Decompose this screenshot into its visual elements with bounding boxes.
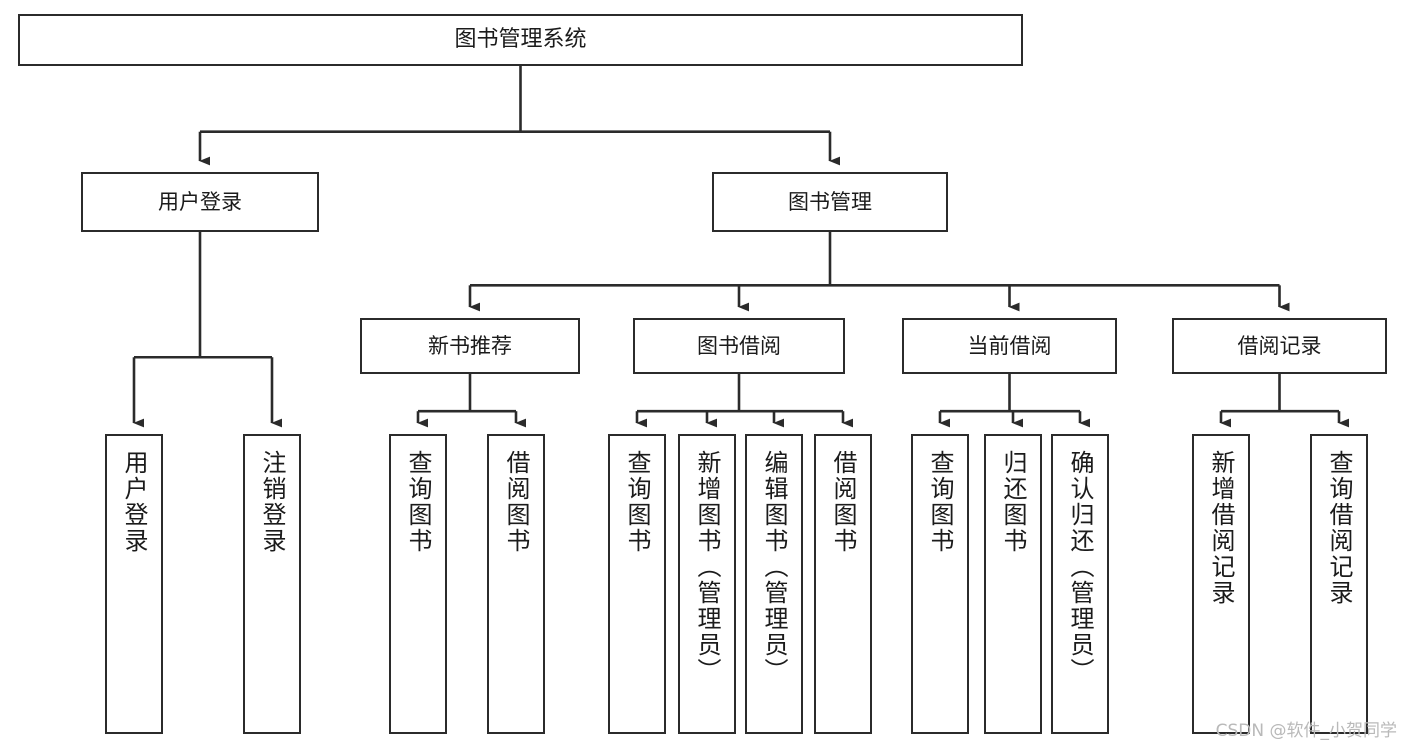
node-leaf-return-book[interactable]: 归还图书 [984, 434, 1042, 734]
node-leaf-query-book-2-label: 查询图书 [623, 450, 651, 554]
node-leaf-edit-book-label: 编辑图书（管理员） [760, 450, 788, 684]
node-book-borrow-label: 图书借阅 [697, 333, 781, 358]
node-leaf-return-book-label: 归还图书 [999, 450, 1027, 554]
node-leaf-query-book-1[interactable]: 查询图书 [389, 434, 447, 734]
node-user-login[interactable]: 用户登录 [81, 172, 319, 232]
node-leaf-query-book-3-label: 查询图书 [926, 450, 954, 554]
node-leaf-confirm-return-label: 确认归还（管理员） [1066, 450, 1094, 684]
node-root-label: 图书管理系统 [454, 27, 587, 53]
node-book-manage[interactable]: 图书管理 [712, 172, 948, 232]
node-leaf-confirm-return[interactable]: 确认归还（管理员） [1051, 434, 1109, 734]
node-new-book-recommend[interactable]: 新书推荐 [360, 318, 580, 374]
node-leaf-user-logout-label: 注销登录 [258, 450, 286, 554]
node-user-login-label: 用户登录 [158, 189, 242, 214]
node-leaf-add-borrow-record[interactable]: 新增借阅记录 [1192, 434, 1250, 734]
node-leaf-borrow-book-1-label: 借阅图书 [502, 450, 530, 554]
node-leaf-edit-book[interactable]: 编辑图书（管理员） [745, 434, 803, 734]
node-leaf-query-book-3[interactable]: 查询图书 [911, 434, 969, 734]
node-leaf-user-logout[interactable]: 注销登录 [243, 434, 301, 734]
node-leaf-add-book[interactable]: 新增图书（管理员） [678, 434, 736, 734]
node-borrow-record[interactable]: 借阅记录 [1172, 318, 1387, 374]
node-book-borrow[interactable]: 图书借阅 [633, 318, 845, 374]
node-new-book-recommend-label: 新书推荐 [428, 333, 512, 358]
node-current-borrow-label: 当前借阅 [967, 333, 1052, 358]
node-leaf-borrow-book-2-label: 借阅图书 [829, 450, 857, 554]
node-leaf-user-login[interactable]: 用户登录 [105, 434, 163, 734]
node-leaf-query-book-1-label: 查询图书 [404, 450, 432, 554]
node-leaf-query-borrow-record-label: 查询借阅记录 [1325, 450, 1353, 606]
node-borrow-record-label: 借阅记录 [1237, 333, 1322, 358]
node-leaf-borrow-book-2[interactable]: 借阅图书 [814, 434, 872, 734]
node-current-borrow[interactable]: 当前借阅 [902, 318, 1117, 374]
node-root[interactable]: 图书管理系统 [18, 14, 1023, 66]
node-leaf-query-book-2[interactable]: 查询图书 [608, 434, 666, 734]
node-book-manage-label: 图书管理 [788, 189, 872, 214]
node-leaf-add-borrow-record-label: 新增借阅记录 [1207, 450, 1235, 606]
node-leaf-add-book-label: 新增图书（管理员） [693, 450, 721, 684]
node-leaf-borrow-book-1[interactable]: 借阅图书 [487, 434, 545, 734]
node-leaf-query-borrow-record[interactable]: 查询借阅记录 [1310, 434, 1368, 734]
node-leaf-user-login-label: 用户登录 [120, 450, 148, 554]
